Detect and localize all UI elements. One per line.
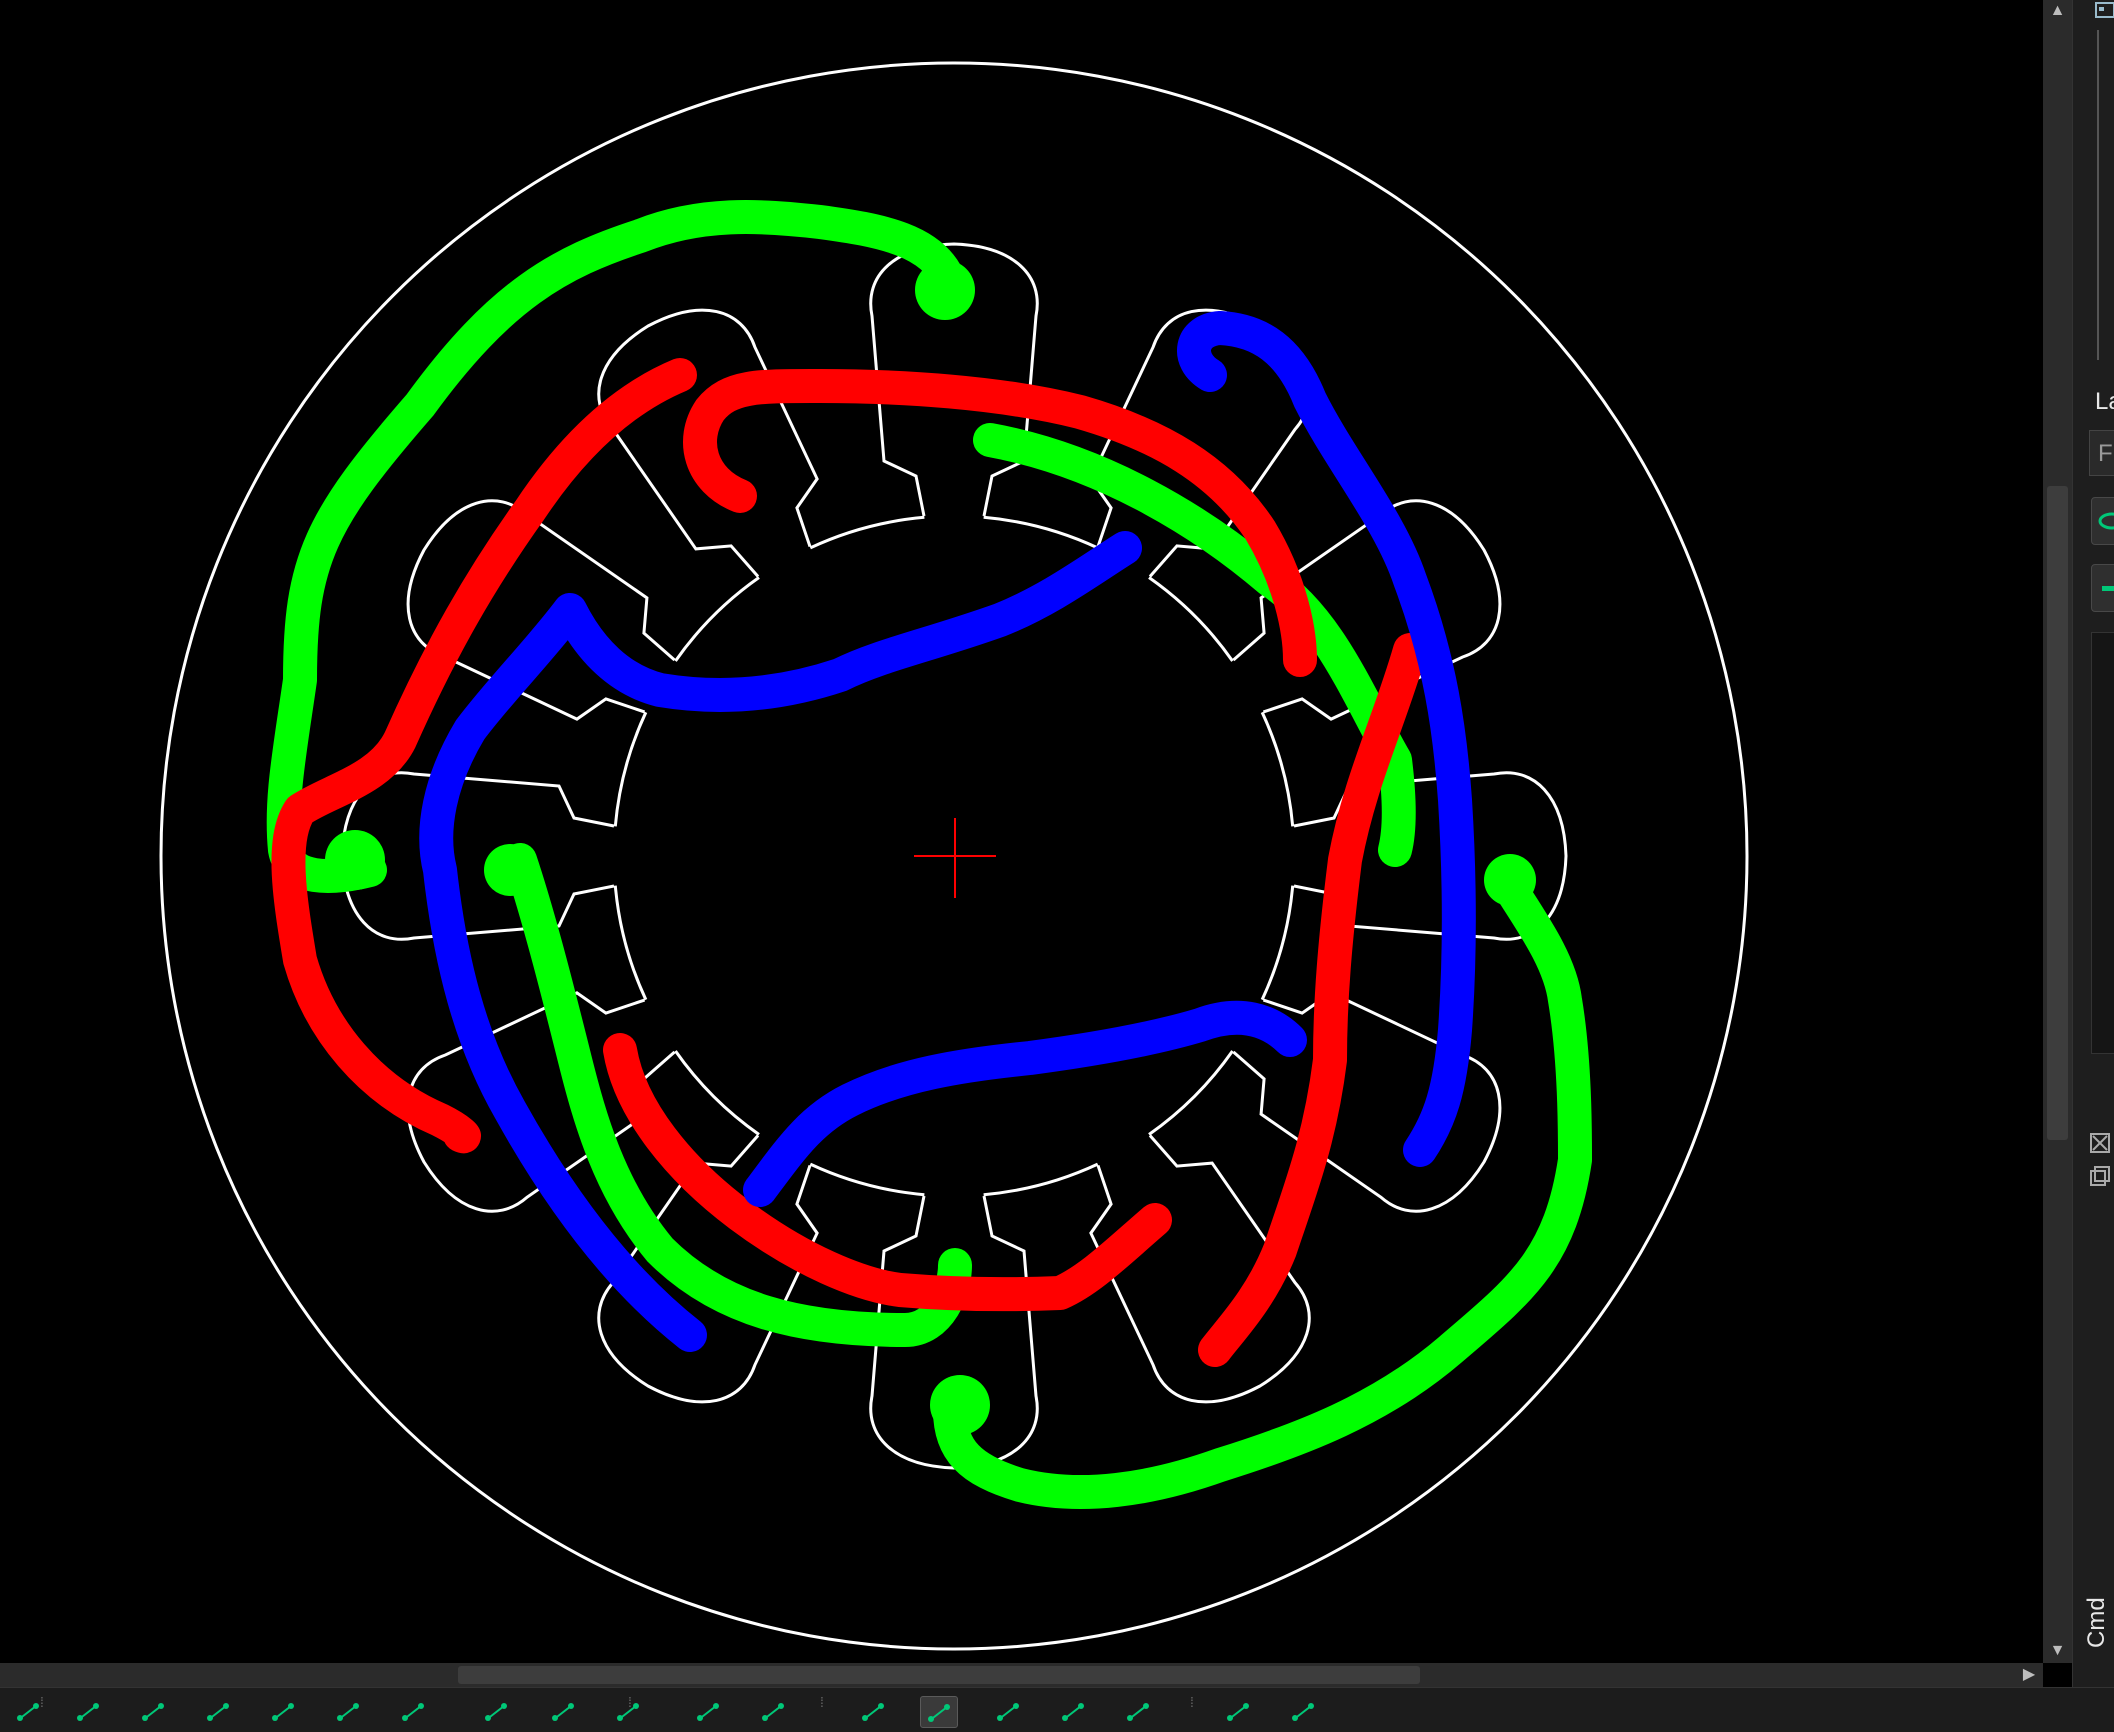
bottom-toolbar: ⁞ ⁞ ⁞ ⁞ — [0, 1687, 2114, 1732]
layer-add-button[interactable] — [2091, 564, 2114, 612]
bore-arc — [613, 885, 648, 1001]
view-mode-5-icon[interactable] — [1120, 1696, 1156, 1726]
snap-tangent-icon[interactable] — [395, 1696, 431, 1726]
bore-arc — [1260, 885, 1295, 1001]
bore-arc — [674, 1050, 760, 1136]
minus-icon — [2102, 586, 2114, 591]
stator-slot — [1293, 771, 1568, 941]
toolbar-grip-icon[interactable]: ⁞ — [628, 1694, 632, 1710]
green-blob-4 — [1484, 854, 1536, 906]
green-stroke-4 — [933, 863, 1592, 1510]
layer-filter-input[interactable]: Fi — [2089, 430, 2114, 476]
layer-tool-1-icon[interactable] — [1220, 1696, 1256, 1726]
red-stroke-3 — [603, 1033, 1172, 1312]
bore-arc — [1260, 711, 1295, 827]
scroll-right-icon[interactable]: ▶ — [2022, 1666, 2036, 1683]
snap-endpoint-icon[interactable] — [70, 1696, 106, 1726]
stator-slot — [869, 242, 1039, 517]
restrict-horizontal-icon[interactable] — [478, 1696, 514, 1726]
restrict-vertical-icon[interactable] — [545, 1696, 581, 1726]
layer-list[interactable] — [2091, 632, 2114, 1054]
horizontal-scrollbar[interactable]: ▶ — [0, 1663, 2043, 1687]
vertical-scroll-thumb[interactable] — [2047, 486, 2068, 1140]
snap-midpoint-icon[interactable] — [135, 1696, 171, 1726]
layer-visibility-button[interactable] — [2091, 497, 2114, 545]
bore-arc — [809, 515, 925, 550]
view-mode-3-icon[interactable] — [990, 1696, 1026, 1726]
red-phase-strokes — [271, 358, 1427, 1367]
snap-intersection-icon[interactable] — [265, 1696, 301, 1726]
bore-arc — [613, 711, 648, 827]
window-icon[interactable] — [2095, 2, 2114, 18]
green-blob-3 — [484, 844, 536, 896]
stator-slot — [1089, 1134, 1311, 1404]
layer-tool-2-icon[interactable] — [1285, 1696, 1321, 1726]
view-mode-4-icon[interactable] — [1055, 1696, 1091, 1726]
bore-arc — [983, 1162, 1099, 1197]
bore-arc — [1148, 576, 1234, 662]
scroll-down-icon[interactable]: ▼ — [2049, 1642, 2066, 1659]
panel-divider — [2097, 30, 2099, 360]
vertical-scrollbar[interactable]: ▲ ▼ — [2043, 0, 2072, 1663]
relative-zero-icon[interactable] — [690, 1696, 726, 1726]
right-dock-panel: La Fi Cmd — [2072, 0, 2114, 1687]
bore-arc — [674, 576, 760, 662]
float-dock-icon[interactable] — [2089, 1165, 2111, 1187]
command-panel-title: Cmd — [2083, 1597, 2110, 1648]
snap-perpendicular-icon[interactable] — [330, 1696, 366, 1726]
red-stroke-4 — [1198, 633, 1427, 1367]
green-blob-1 — [915, 260, 975, 320]
stator-slot — [597, 1134, 819, 1404]
bore-arc — [1148, 1050, 1234, 1136]
view-mode-1-icon[interactable] — [855, 1696, 891, 1726]
snap-center-icon[interactable] — [200, 1696, 236, 1726]
toolbar-grip-icon[interactable]: ⁞ — [1190, 1694, 1194, 1710]
green-blob-2 — [325, 830, 385, 890]
layers-panel-title: La — [2095, 388, 2114, 415]
green-stroke-2 — [973, 423, 1416, 867]
drawing-canvas[interactable] — [0, 0, 2043, 1663]
drawing-svg[interactable] — [0, 0, 2043, 1663]
toolbar-grip-icon[interactable]: ⁞ — [820, 1694, 824, 1710]
toolbar-grip-icon[interactable]: ⁞ — [40, 1694, 44, 1710]
green-blob-5 — [930, 1375, 990, 1435]
bore-arc — [983, 515, 1099, 550]
view-mode-2-icon[interactable] — [920, 1696, 958, 1728]
stator-slot — [1232, 499, 1502, 721]
blue-stroke-1 — [1177, 311, 1476, 1167]
red-stroke-1 — [683, 368, 1317, 677]
outer-circle — [159, 61, 1749, 1651]
horizontal-scroll-thumb[interactable] — [458, 1666, 1420, 1684]
stator-slot — [1232, 991, 1502, 1213]
stator-teeth — [613, 515, 1295, 1197]
restrict-orthogonal-icon[interactable] — [610, 1696, 646, 1726]
lock-relative-zero-icon[interactable] — [755, 1696, 791, 1726]
bore-arc — [809, 1162, 925, 1197]
close-dock-icon[interactable] — [2089, 1132, 2111, 1154]
origin-crosshair — [914, 818, 996, 898]
green-stroke-3 — [503, 843, 972, 1347]
red-stroke-2 — [271, 358, 697, 1154]
scroll-up-icon[interactable]: ▲ — [2049, 2, 2066, 19]
stator-slot — [406, 991, 676, 1213]
eye-icon — [2098, 512, 2114, 530]
blue-stroke-2 — [419, 531, 1142, 1352]
blue-phase-strokes — [419, 311, 1476, 1352]
snap-grid-icon[interactable] — [10, 1696, 46, 1726]
blue-stroke-3 — [743, 1000, 1307, 1207]
